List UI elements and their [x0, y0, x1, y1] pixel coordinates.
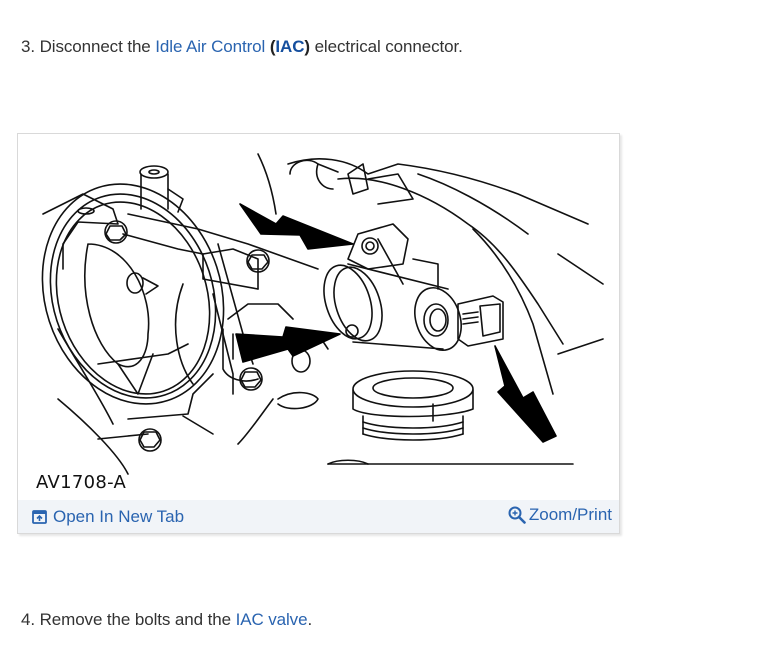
paren-close: ) — [304, 37, 310, 56]
zoom-print-button[interactable]: Zoom/Print — [508, 505, 612, 525]
step-text: electrical connector. — [314, 37, 463, 56]
figure-action-bar: Open In New Tab Zoom/Print — [18, 500, 619, 533]
iac-valve-illustration[interactable]: AV1708-A — [18, 134, 619, 500]
zoom-print-label: Zoom/Print — [528, 505, 612, 524]
line-drawing — [41, 153, 604, 475]
iac-abbreviation: (IAC) — [270, 37, 310, 56]
step-text: Disconnect the — [39, 37, 151, 56]
iac-valve-link[interactable]: IAC valve — [235, 610, 308, 629]
step-text: Remove the bolts and the — [39, 610, 231, 629]
open-in-new-tab-label: Open In New Tab — [53, 507, 185, 526]
open-in-new-tab-button[interactable]: Open In New Tab — [32, 507, 184, 527]
iac-link[interactable]: IAC — [275, 37, 305, 56]
step-4-instruction: 4. Remove the bolts and the IAC valve. — [21, 609, 312, 631]
step-text-end: . — [307, 610, 313, 629]
figure-code: AV1708-A — [36, 472, 127, 493]
step-number: 4. — [21, 610, 35, 629]
zoom-in-magnifier-icon — [508, 506, 526, 524]
step-3-instruction: 3. Disconnect the Idle Air Control (IAC)… — [21, 36, 463, 58]
open-new-tab-icon — [32, 510, 47, 524]
figure-card: AV1708-A Open In New Tab Zoom/Print — [17, 133, 620, 534]
paren-open: ( — [269, 37, 276, 56]
idle-air-control-link[interactable]: Idle Air Control — [155, 37, 266, 56]
step-number: 3. — [21, 37, 35, 56]
